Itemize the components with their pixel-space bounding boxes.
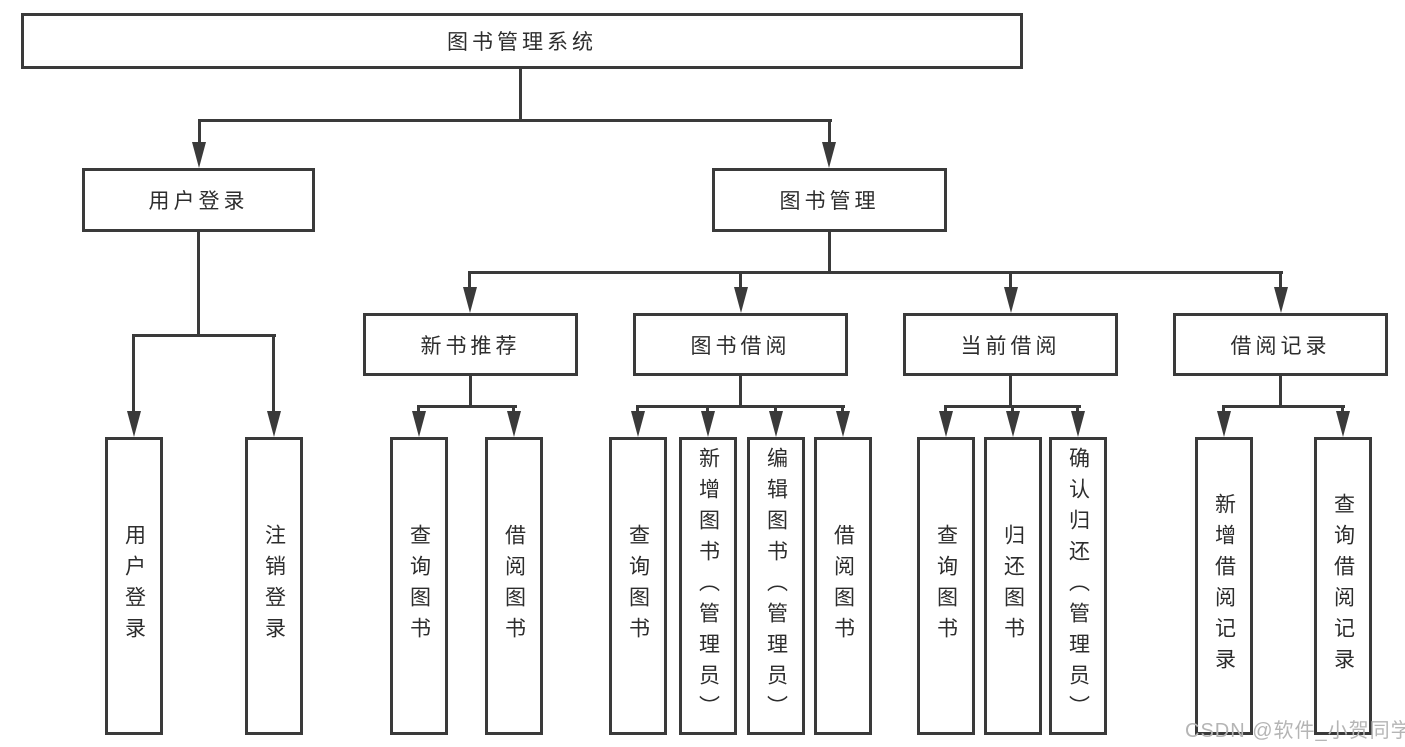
leaf-edit-book-admin: 编辑图书（管理员）	[747, 437, 805, 735]
arrow-down-icon	[192, 142, 206, 168]
node-current-borrowing: 当前借阅	[903, 313, 1118, 376]
connector-line	[1279, 376, 1282, 407]
connector-line	[636, 405, 639, 415]
connector-line	[1009, 271, 1012, 291]
leaf-confirm-return-admin: 确认归还（管理员）	[1049, 437, 1107, 735]
connector-line	[417, 405, 517, 408]
connector-line	[739, 271, 742, 291]
connector-line	[636, 405, 845, 408]
leaf-borrow-books-borrow: 借阅图书	[814, 437, 872, 735]
leaf-query-borrow-record: 查询借阅记录	[1314, 437, 1372, 735]
arrow-down-icon	[1336, 411, 1350, 437]
arrow-down-icon	[507, 411, 521, 437]
connector-line	[132, 334, 276, 337]
leaf-user-login: 用户登录	[105, 437, 163, 735]
arrow-down-icon	[1071, 411, 1085, 437]
arrow-down-icon	[1274, 287, 1288, 313]
connector-line	[774, 405, 777, 415]
connector-line	[739, 376, 742, 407]
leaf-return-books: 归还图书	[984, 437, 1042, 735]
connector-line	[198, 119, 201, 147]
node-new-book-recommendation: 新书推荐	[363, 313, 578, 376]
node-book-management: 图书管理	[712, 168, 947, 232]
node-book-borrowing: 图书借阅	[633, 313, 848, 376]
node-library-management-system: 图书管理系统	[21, 13, 1023, 69]
arrow-down-icon	[631, 411, 645, 437]
node-borrowing-records: 借阅记录	[1173, 313, 1388, 376]
connector-line	[519, 69, 522, 121]
leaf-add-borrow-record: 新增借阅记录	[1195, 437, 1253, 735]
leaf-query-books-recommend: 查询图书	[390, 437, 448, 735]
arrow-down-icon	[822, 142, 836, 168]
arrow-down-icon	[463, 287, 477, 313]
arrow-down-icon	[734, 287, 748, 313]
connector-line	[1222, 405, 1345, 408]
leaf-borrow-books-recommend: 借阅图书	[485, 437, 543, 735]
connector-line	[1011, 405, 1014, 415]
connector-line	[469, 376, 472, 407]
arrow-down-icon	[939, 411, 953, 437]
arrow-down-icon	[267, 411, 281, 437]
connector-line	[272, 334, 275, 414]
leaf-add-book-admin: 新增图书（管理员）	[679, 437, 737, 735]
arrow-down-icon	[836, 411, 850, 437]
connector-line	[1222, 405, 1225, 415]
connector-line	[468, 271, 471, 291]
connector-line	[197, 232, 200, 337]
connector-line	[828, 119, 831, 147]
connector-line	[841, 405, 844, 415]
connector-line	[1009, 376, 1012, 407]
connector-line	[132, 334, 135, 414]
watermark: CSDN @软件_小贺同学	[1185, 720, 1405, 742]
arrow-down-icon	[412, 411, 426, 437]
arrow-down-icon	[1006, 411, 1020, 437]
leaf-query-books-current: 查询图书	[917, 437, 975, 735]
arrow-down-icon	[1217, 411, 1231, 437]
connector-line	[706, 405, 709, 415]
connector-line	[198, 119, 832, 122]
connector-line	[828, 232, 831, 274]
arrow-down-icon	[701, 411, 715, 437]
connector-line	[469, 271, 1283, 274]
connector-line	[1279, 271, 1282, 291]
leaf-logout: 注销登录	[245, 437, 303, 735]
connector-line	[944, 405, 947, 415]
arrow-down-icon	[127, 411, 141, 437]
leaf-query-books-borrow: 查询图书	[609, 437, 667, 735]
arrow-down-icon	[769, 411, 783, 437]
connector-line	[417, 405, 420, 415]
arrow-down-icon	[1004, 287, 1018, 313]
connector-line	[512, 405, 515, 415]
connector-line	[1341, 405, 1344, 415]
connector-line	[1076, 405, 1079, 415]
node-user-login: 用户登录	[82, 168, 315, 232]
